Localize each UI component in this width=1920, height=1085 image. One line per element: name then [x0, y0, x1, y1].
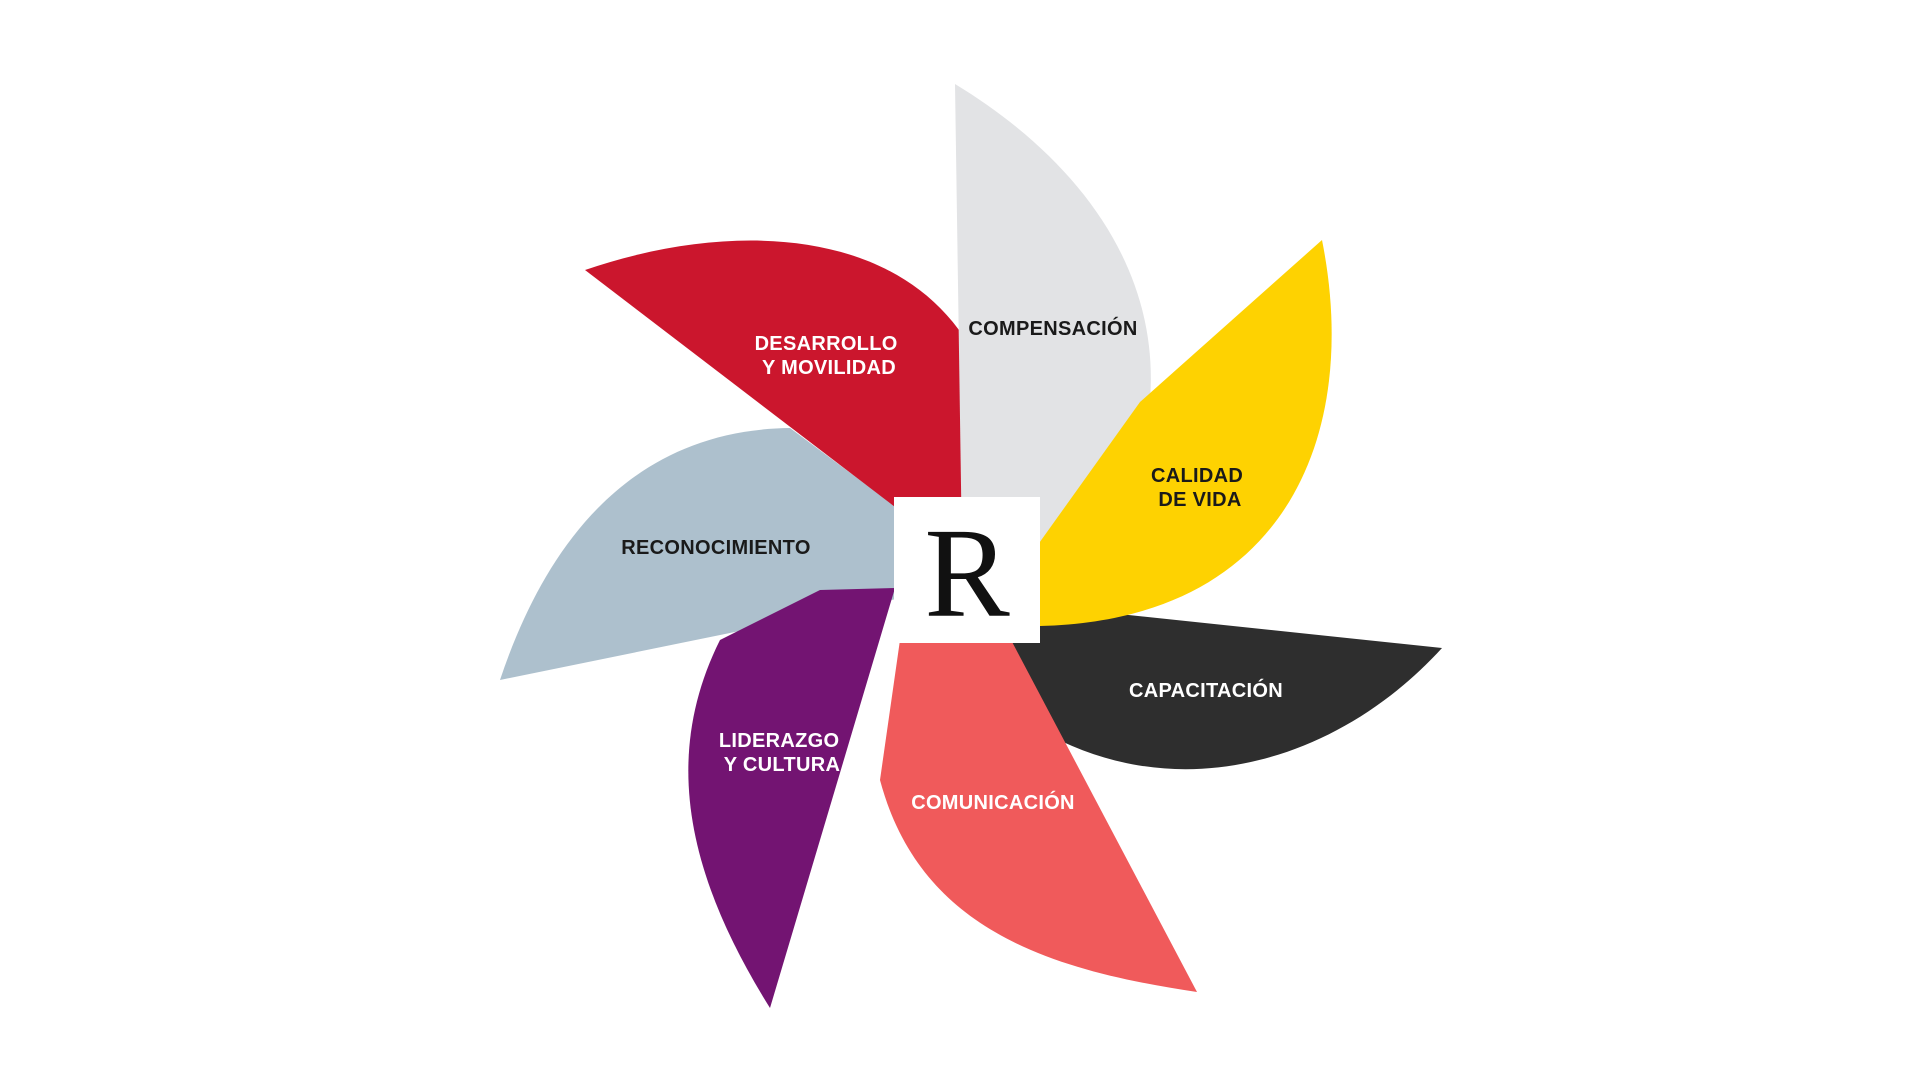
petal-label-liderazgo-y-cultura: LIDERAZGO Y CULTURA — [719, 730, 845, 776]
petal-reconocimiento — [500, 428, 950, 680]
petal-label-calidad-de-vida: CALIDAD DE VIDA — [1151, 465, 1249, 511]
petal-label-comunicacion: COMUNICACIÓN — [911, 790, 1075, 814]
logo-box — [894, 497, 1040, 643]
petal-label-line: DE VIDA — [1158, 489, 1241, 511]
petal-label-line: RECONOCIMIENTO — [621, 537, 810, 559]
petal-label-compensacion: COMPENSACIÓN — [968, 316, 1137, 340]
petal-comunicacion — [880, 638, 1197, 992]
petal-label-line: DESARROLLO — [755, 333, 898, 355]
petal-label-line: COMPENSACIÓN — [968, 316, 1137, 340]
petal-calidad-de-vida — [1032, 240, 1332, 626]
petal-liderazgo-y-cultura — [688, 588, 895, 1008]
petal-label-line: CALIDAD — [1151, 465, 1243, 487]
petal-label-reconocimiento: RECONOCIMIENTO — [621, 537, 810, 559]
petal-label-line: LIDERAZGO — [719, 730, 839, 752]
petal-label-desarrollo-y-movilidad: DESARROLLO Y MOVILIDAD — [755, 333, 904, 379]
petal-label-line: Y MOVILIDAD — [762, 357, 896, 379]
petal-label-line: Y CULTURA — [724, 754, 840, 776]
petal-label-capacitacion: CAPACITACIÓN — [1129, 678, 1283, 702]
petal-compensacion — [955, 84, 1151, 552]
petal-desarrollo-y-movilidad — [585, 240, 1002, 520]
petal-label-line: CAPACITACIÓN — [1129, 678, 1283, 702]
petal-label-line: COMUNICACIÓN — [911, 790, 1075, 814]
logo-letter: R — [924, 502, 1010, 644]
